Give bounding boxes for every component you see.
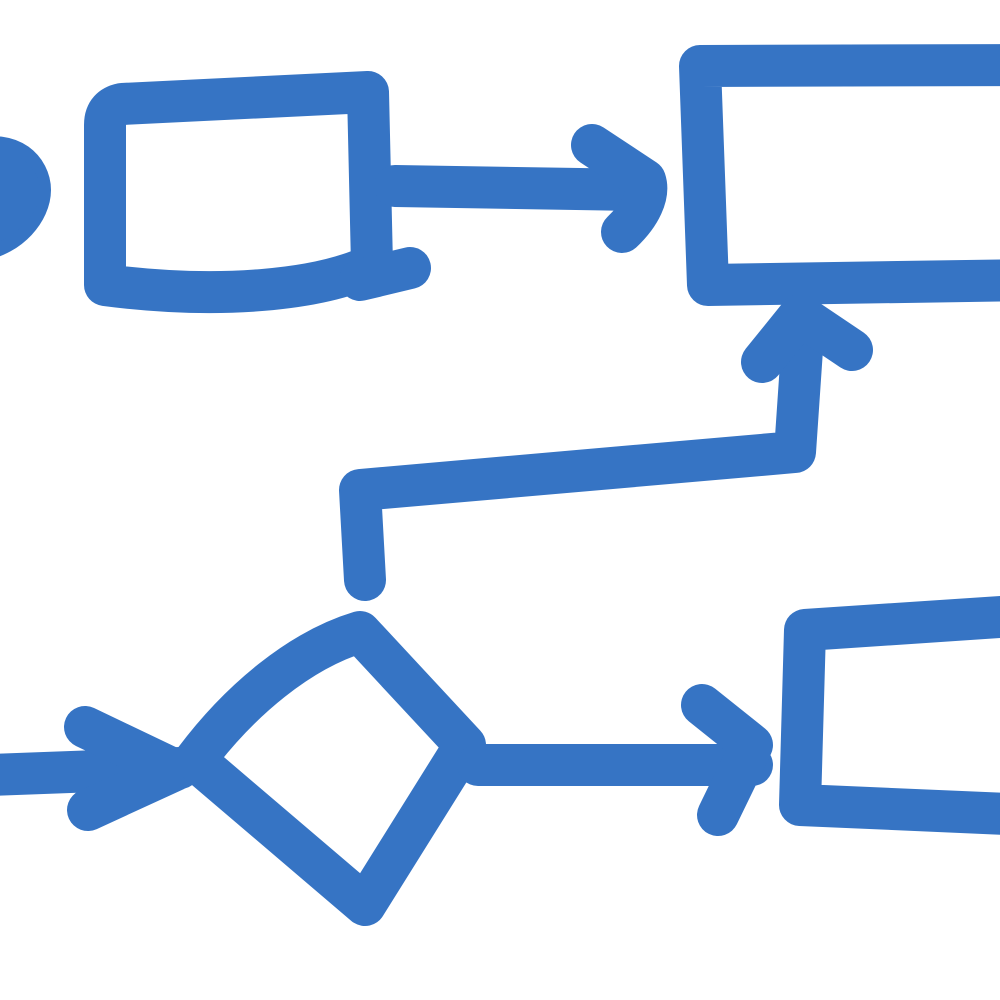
arrow-incoming-to-diamond-head	[64, 706, 196, 831]
start-node-fill	[0, 150, 40, 242]
arrow-top-left-to-top-right-head	[571, 124, 668, 253]
arrow-diamond-up-to-top-right	[339, 299, 825, 601]
process-box-top-left-tail	[339, 247, 431, 301]
process-box-bottom-right	[779, 595, 1000, 835]
process-box-top-right	[679, 44, 1000, 306]
decision-diamond	[174, 611, 486, 926]
arrow-diamond-to-bottom-right-head	[681, 684, 773, 836]
arrow-top-left-to-top-right	[374, 165, 661, 211]
process-box-top-left	[84, 71, 393, 314]
arrow-diamond-up-to-top-right-head	[741, 294, 873, 383]
